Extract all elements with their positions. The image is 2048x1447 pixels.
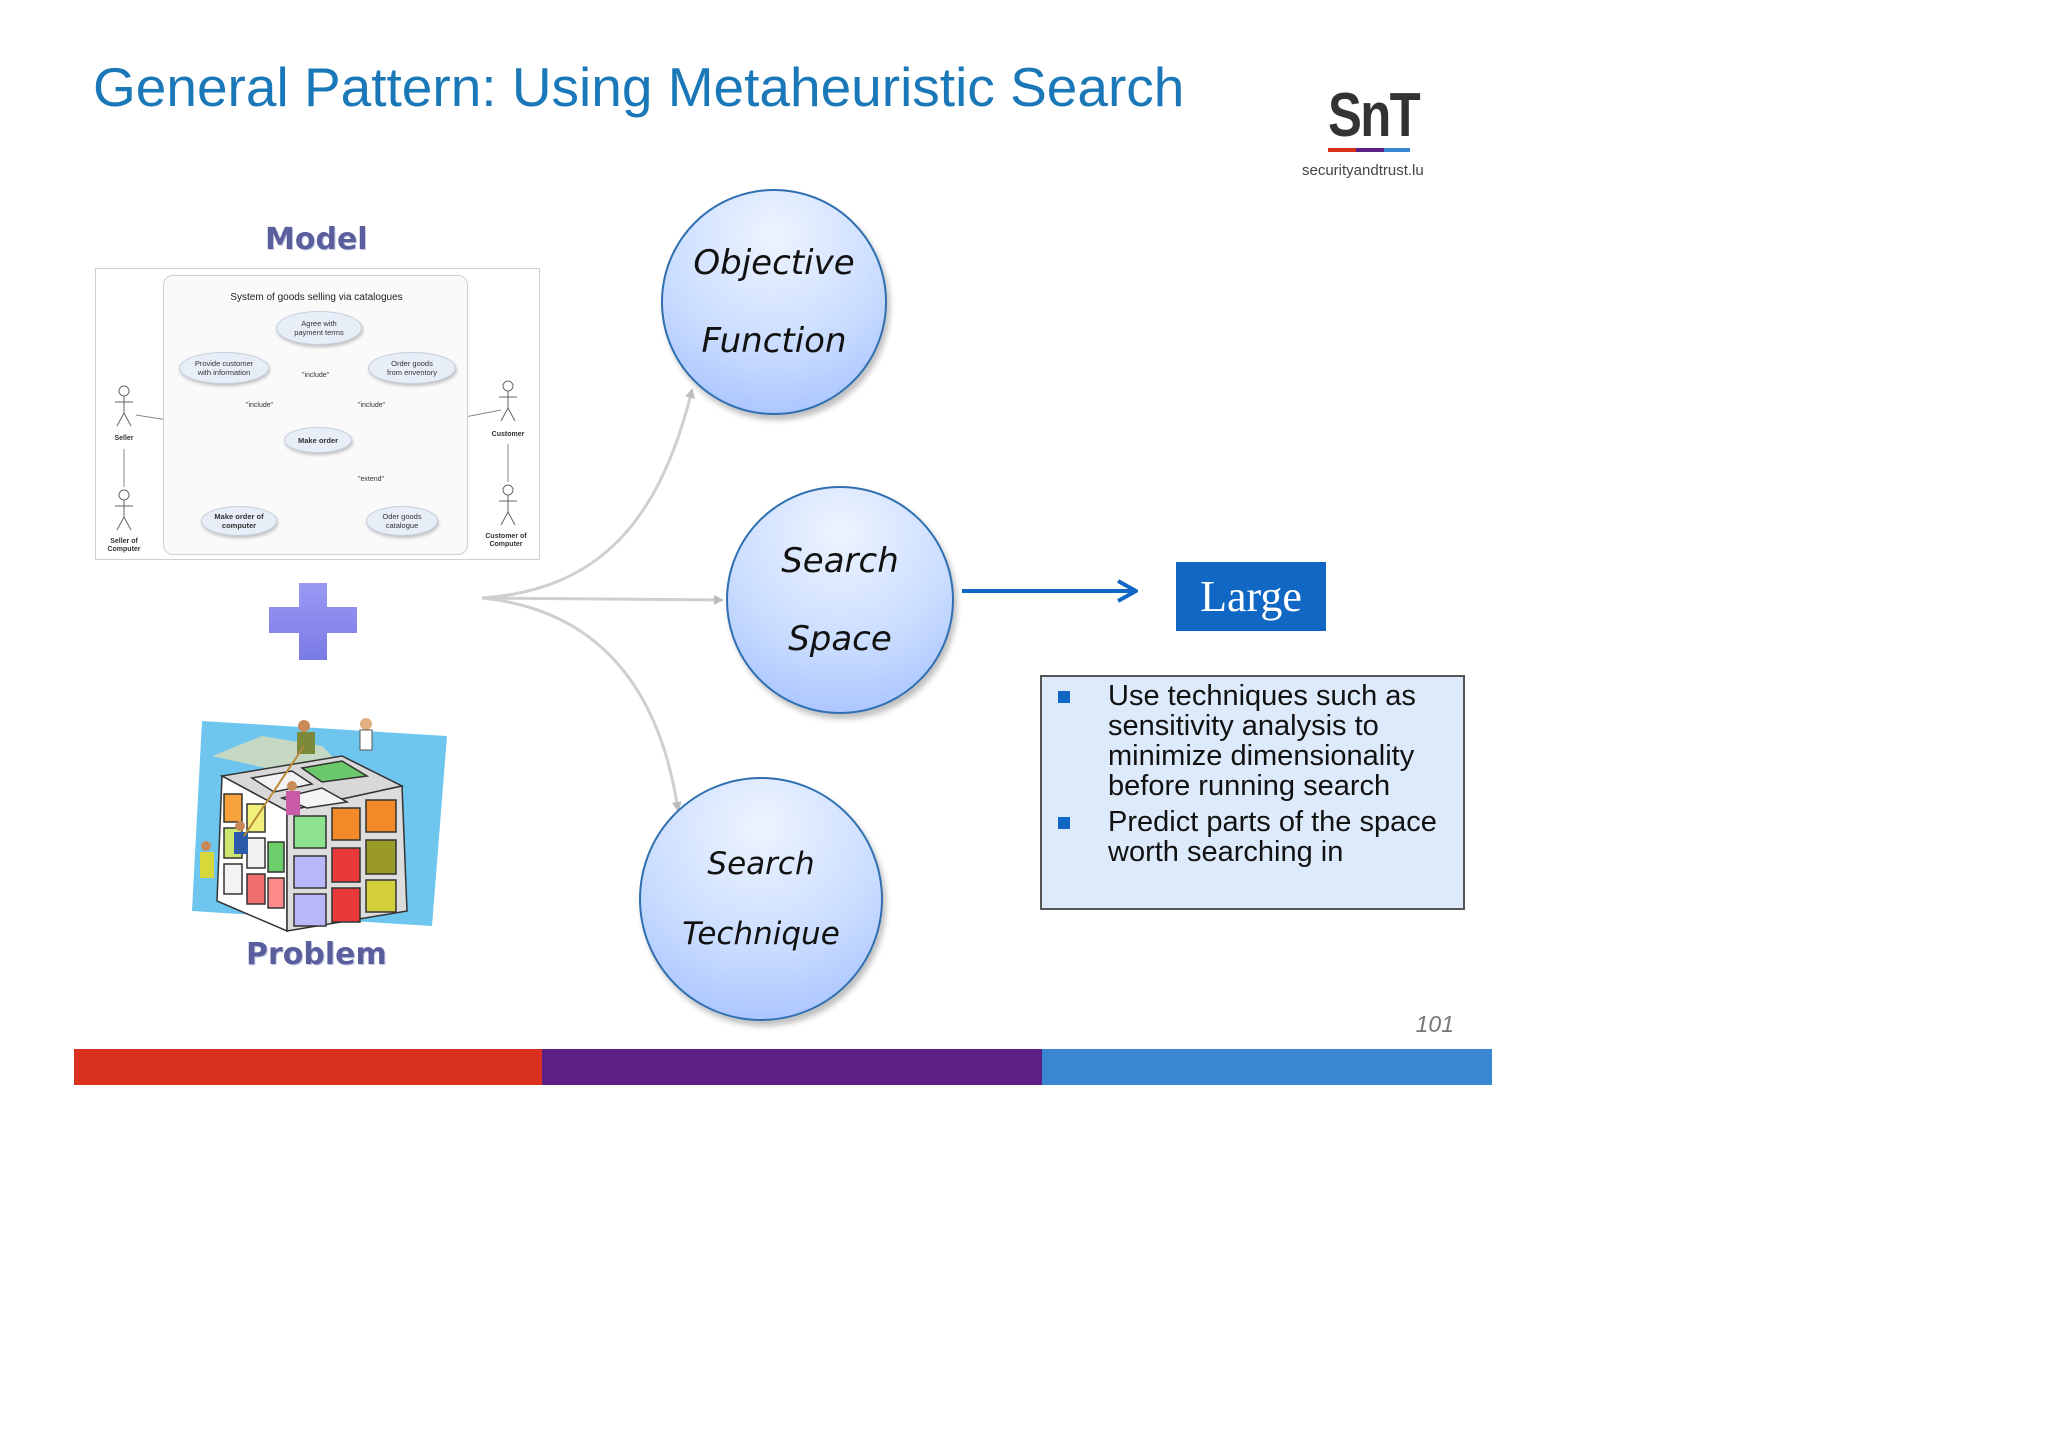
actor-seller: Seller	[114, 435, 134, 442]
logo-url: securityandtrust.lu	[1302, 162, 1424, 179]
rubiks-cube-clipart	[192, 718, 447, 933]
actor-customer-computer: Customer of Computer	[485, 533, 527, 548]
use-case-make-order-computer: Make order of computer	[201, 506, 277, 536]
use-case-provide: Provide customer with information	[179, 352, 269, 384]
large-badge: Large	[1176, 562, 1326, 631]
objective-line-1: Objective	[693, 242, 855, 283]
footer-bar-purple	[542, 1049, 1042, 1085]
use-case-make-order: Make order	[284, 427, 352, 453]
note-text: Use techniques such as sensitivity analy…	[1108, 680, 1416, 802]
use-case-diagram-title: System of goods selling via catalogues	[230, 292, 403, 303]
use-case-order-goods: Order goods from enventory	[368, 352, 456, 384]
space-line-1: Search	[781, 540, 899, 581]
objective-function-circle: Objective Function	[661, 189, 887, 415]
relation-extend: "extend"	[358, 476, 384, 483]
arrow-to-technique	[481, 596, 682, 812]
logo-bar-red	[1328, 148, 1356, 152]
plus-icon	[269, 583, 357, 660]
model-label: Model	[265, 222, 368, 257]
square-bullet-icon	[1058, 817, 1070, 829]
page-number: 101	[1415, 1011, 1454, 1037]
arrow-to-objective	[481, 388, 695, 600]
slide-title: General Pattern: Using Metaheuristic Sea…	[93, 56, 1185, 118]
relation-include-right: "include"	[358, 402, 386, 409]
technique-line-2: Technique	[682, 915, 840, 952]
note-item: Use techniques such as sensitivity analy…	[1042, 681, 1453, 801]
logo-bar-purple	[1356, 148, 1384, 152]
diagram-connectors	[481, 388, 1568, 812]
technique-line-1: Search	[707, 845, 815, 882]
relation-include-left: "include"	[246, 402, 274, 409]
logo-mark: SnT	[1328, 81, 1421, 150]
footer-bar-blue	[1042, 1049, 1492, 1085]
actor-customer: Customer	[491, 431, 525, 438]
objective-line-2: Function	[701, 320, 847, 361]
problem-label: Problem	[246, 937, 387, 972]
space-line-2: Space	[788, 618, 892, 659]
search-space-circle: Search Space	[726, 486, 954, 714]
square-bullet-icon	[1058, 691, 1070, 703]
note-text: Predict parts of the space worth searchi…	[1108, 806, 1437, 868]
notes-box: Use techniques such as sensitivity analy…	[1040, 675, 1465, 910]
arrow-to-space	[481, 594, 724, 605]
search-technique-circle: Search Technique	[639, 777, 883, 1021]
footer-bar-red	[74, 1049, 542, 1085]
use-case-agree: Agree with payment terms	[276, 311, 362, 345]
relation-include-top: "include"	[302, 372, 330, 379]
use-case-oder-catalogue: Oder goods catalogue	[366, 506, 438, 536]
use-case-diagram: System of goods selling via catalogues A…	[95, 268, 540, 560]
actor-seller-computer: Seller of Computer	[107, 538, 141, 553]
logo-bar-blue	[1384, 148, 1410, 152]
note-item: Predict parts of the space worth searchi…	[1042, 807, 1453, 867]
snt-logo: SnT securityandtrust.lu	[1298, 80, 1443, 190]
